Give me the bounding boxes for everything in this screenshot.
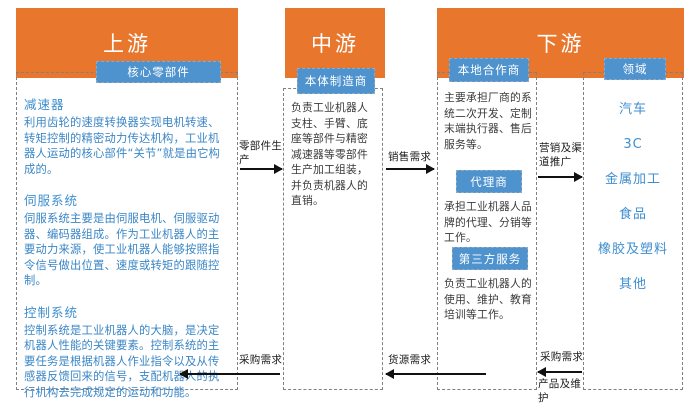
label-product-maintenance: 产品及维护 [538,378,582,404]
field-item-3: 食品 [618,207,647,222]
field-item-5: 其他 [618,277,647,292]
label-marketing-channel: 营销及渠道推广 [539,142,583,168]
industry-chain-diagram: 上游 中游 下游 核心零部件 本体制造商 本地合作商 代理商 第三方服务 领域 … [16,8,684,404]
chip-third-party: 第三方服务 [452,247,528,270]
arrow-supply-demand [385,370,486,378]
upstream-heading-servo: 伺服系统 [24,193,79,208]
field-list: 汽车 3C 金属加工 食品 橡胶及塑料 其他 [583,92,683,302]
upstream-body-reducer: 利用齿轮的速度转换器实现电机转速、转矩控制的精密动力传达机构，工业机器人运动的核… [24,116,221,176]
arrow-purchase-demand-1 [179,370,280,378]
upstream-heading-control: 控制系统 [24,304,79,320]
upstream-heading-reducer: 减速器 [24,97,65,112]
label-sales-demand: 销售需求 [388,151,432,163]
midstream-text: 负责工业机器人支柱、手臂、底座等部件与精密减速器等零部件生产加工组装，并负责机器… [291,101,368,207]
upstream-body-servo: 伺服系统主要是由伺服电机、伺服驱动器、编码器组成。作为工业机器人的主要动力来源，… [24,212,220,287]
banner-midstream: 中游 [285,8,385,78]
chip-field: 领域 [604,58,666,80]
chip-agent: 代理商 [456,170,522,193]
label-purchase-demand-1: 采购需求 [239,354,283,366]
chip-body-manufacturer: 本体制造商 [297,68,375,94]
chip-core-parts: 核心零部件 [96,61,221,83]
third-party-text: 负责工业机器人的使用、维护、教育培训等工作。 [444,277,532,321]
upstream-body-control: 控制系统是工业机器人的大脑，是决定机器人性能的关键要素。控制系统的主要任务是根据… [24,323,220,399]
arrow-purchase-demand-2 [537,368,582,376]
label-parts-production: 零部件生产 [239,140,283,166]
arrow-sales-demand [386,165,435,173]
arrow-marketing-channel [538,173,583,181]
local-partner-text: 主要承担厂商的系统二次开发、定制末端执行器、售后服务等。 [444,91,532,151]
field-item-4: 橡胶及塑料 [597,242,668,257]
label-purchase-demand-2: 采购需求 [540,351,584,363]
label-supply-demand: 货源需求 [388,354,432,366]
agent-text: 承担工业机器人品牌的代理、分销等工作。 [444,200,532,244]
upstream-content: 减速器 利用齿轮的速度转换器实现电机转速、转矩控制的精密动力传达机构，工业机器人… [24,94,230,413]
field-item-1: 3C [623,137,643,152]
arrow-parts-production [240,165,283,173]
chip-local-partner: 本地合作商 [449,58,529,82]
field-item-2: 金属加工 [604,172,661,187]
field-item-0: 汽车 [618,102,647,117]
